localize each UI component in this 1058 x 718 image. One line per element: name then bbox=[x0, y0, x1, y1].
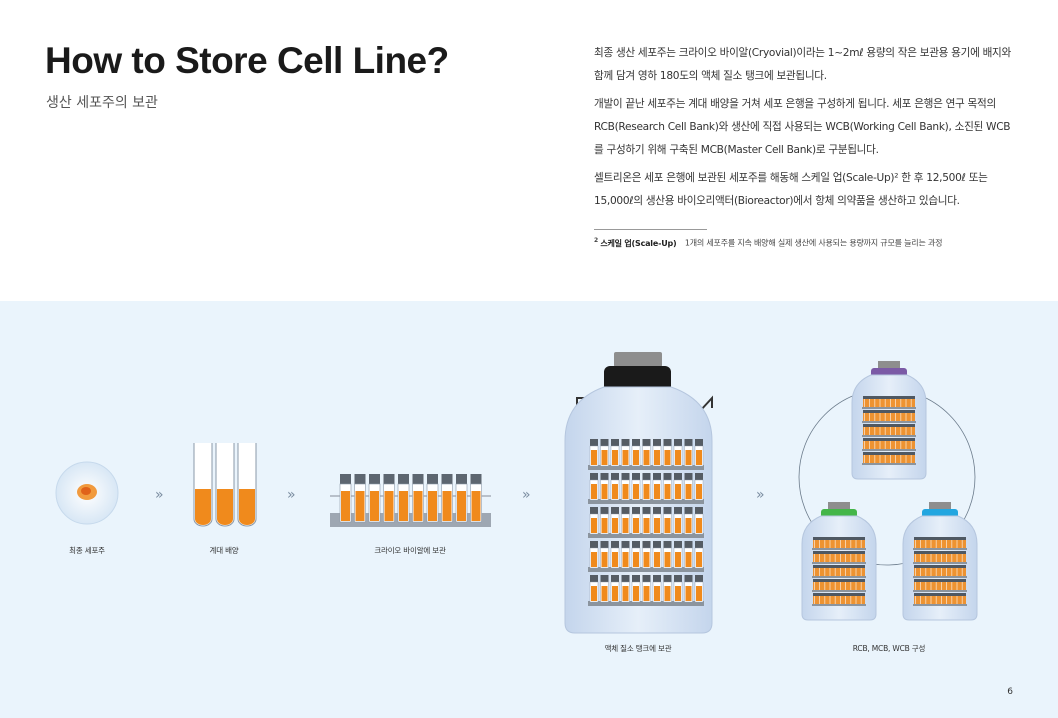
tank-lid bbox=[604, 366, 671, 392]
cryovial bbox=[397, 474, 410, 523]
cryovial bbox=[368, 474, 381, 523]
cryovial bbox=[455, 474, 468, 523]
footnote-term: 스케일 업(Scale-Up) bbox=[600, 238, 677, 248]
arrow-icon: » bbox=[756, 487, 765, 503]
test-tube bbox=[215, 443, 235, 527]
body-text: 최종 생산 세포주는 크라이오 바이알(Cryovial)이라는 1~2mℓ 용… bbox=[594, 42, 1018, 218]
tank-rack-row bbox=[588, 575, 704, 606]
arrow-icon: » bbox=[155, 487, 164, 503]
step-label-subculture: 계대 배양 bbox=[209, 546, 239, 555]
step-label-cryovial: 크라이오 바이알에 보관 bbox=[374, 546, 446, 555]
arrow-icon: » bbox=[522, 487, 531, 503]
paragraph: 개발이 끝난 세포주는 계대 배양을 거쳐 세포 은행을 구성하게 됩니다. 세… bbox=[594, 98, 1011, 156]
test-tube bbox=[193, 443, 213, 527]
cell-bank-tank bbox=[851, 361, 927, 480]
cryovial bbox=[441, 474, 453, 523]
footnote: 2 스케일 업(Scale-Up) 1개의 세포주를 지속 배양해 실제 생산에… bbox=[594, 237, 942, 249]
footnote-marker: 2 bbox=[594, 237, 598, 244]
process-diagram: » » » » 최종 세포주 계대 배양 크라이오 바이알에 보관 액체 질소 … bbox=[0, 301, 1058, 718]
arrow-icon: » bbox=[287, 487, 296, 503]
paragraph: 최종 생산 세포주는 크라이오 바이알(Cryovial)이라는 1~2mℓ 용… bbox=[594, 47, 1011, 82]
paragraph: 셀트리온은 세포 은행에 보관된 세포주를 해동해 스케일 업(Scale-Up… bbox=[594, 172, 988, 207]
cell-bank-tank bbox=[801, 502, 877, 621]
footnote-divider bbox=[594, 229, 707, 230]
tank-cap-top bbox=[614, 352, 662, 367]
cryovial-rack-icon bbox=[330, 474, 491, 527]
step-label-nitrogen-tank: 액체 질소 탱크에 보관 bbox=[604, 644, 672, 653]
page-subtitle: 생산 세포주의 보관 bbox=[46, 95, 158, 111]
cryovial bbox=[412, 474, 424, 523]
rack-rail bbox=[330, 495, 491, 497]
cell-bank-tanks-icon bbox=[798, 361, 978, 621]
cryovial bbox=[426, 474, 439, 523]
footnote-text: 1개의 세포주를 지속 배양해 실제 생산에 사용되는 용량까지 규모를 늘리는… bbox=[684, 238, 943, 248]
tank-handle bbox=[699, 395, 713, 412]
cell-bank-tank bbox=[902, 502, 978, 621]
process-diagram-svg: » » » » bbox=[55, 352, 978, 634]
test-tubes-icon bbox=[193, 443, 257, 527]
nitrogen-tank-icon bbox=[564, 352, 713, 634]
cryovial bbox=[339, 474, 352, 523]
test-tube bbox=[237, 443, 257, 527]
page-number: 6 bbox=[1007, 687, 1013, 697]
cryovial bbox=[354, 474, 366, 523]
tank-rack-row bbox=[588, 473, 704, 504]
cell-icon bbox=[55, 461, 119, 525]
cryovial bbox=[470, 474, 482, 523]
tank-rack-row bbox=[588, 507, 704, 538]
tank-rack-row bbox=[588, 439, 704, 470]
step-label-cell-bank: RCB, MCB, WCB 구성 bbox=[852, 644, 926, 653]
tank-rack-row bbox=[588, 541, 704, 572]
step-label-cell-line: 최종 세포주 bbox=[69, 546, 105, 555]
cryovial bbox=[383, 474, 395, 523]
page-title: How to Store Cell Line? bbox=[45, 40, 449, 81]
